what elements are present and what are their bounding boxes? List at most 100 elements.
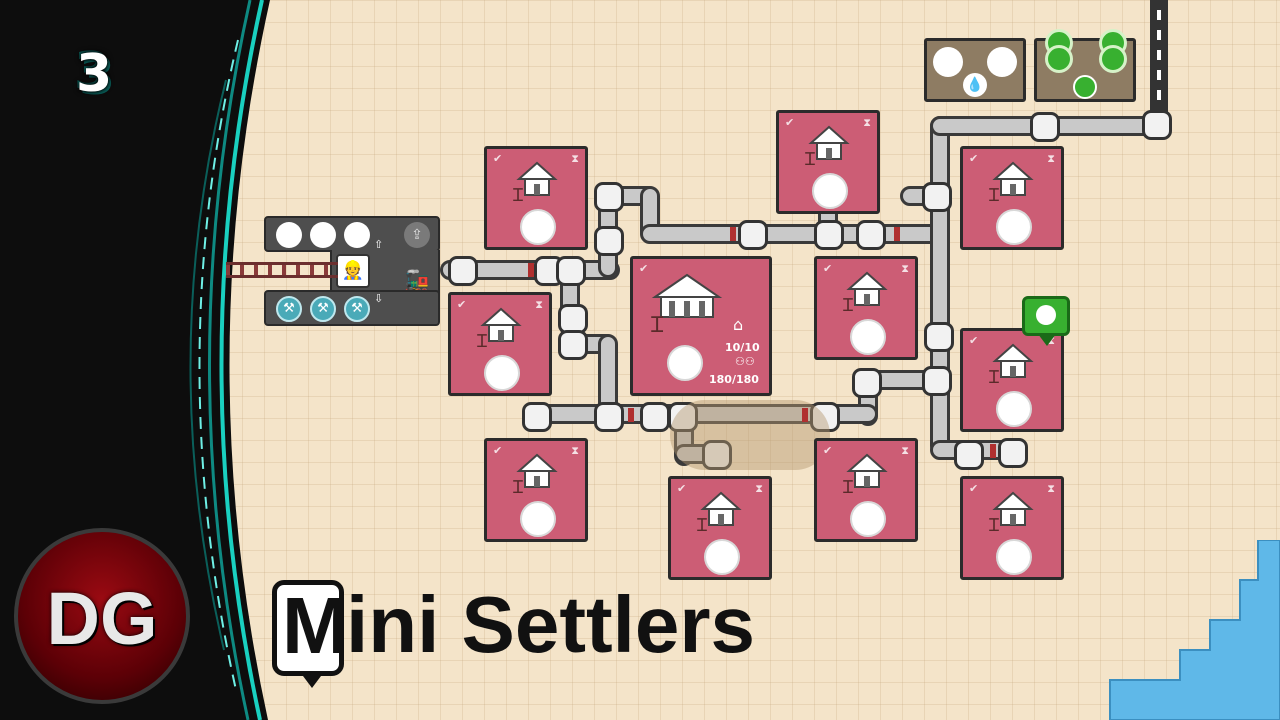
hourglass-icon: ⧗ (755, 482, 763, 495)
pipe-valve (730, 227, 736, 241)
apple-demand-pin[interactable] (1022, 296, 1070, 336)
pipe-junction[interactable] (558, 330, 588, 360)
resource-slot (987, 47, 1017, 77)
hourglass-icon: ⧗ (1047, 152, 1055, 165)
house-building[interactable]: ✔ ⧗ Ɪ (960, 146, 1064, 250)
house-building[interactable]: ✔ ⧗ Ɪ (814, 256, 918, 360)
pipe-junction[interactable] (998, 438, 1028, 468)
house-building[interactable]: ✔ ⧗ Ɪ (484, 146, 588, 250)
pipe-junction[interactable] (738, 220, 768, 250)
resource-slot (850, 501, 886, 537)
pipe-junction[interactable] (594, 182, 624, 212)
pipe-junction[interactable] (810, 402, 840, 432)
hourglass-icon: ⧗ (901, 262, 909, 275)
pipe-junction[interactable] (852, 368, 882, 398)
pipe-junction[interactable] (922, 366, 952, 396)
title-text: ini Settlers (346, 580, 756, 669)
house-icon (808, 125, 850, 160)
worker-icon: Ɪ (513, 185, 524, 206)
pipe-junction[interactable] (814, 220, 844, 250)
pipe-junction[interactable] (594, 226, 624, 256)
worker-icon: Ɪ (651, 313, 664, 338)
population-count: 180/180 (709, 373, 759, 386)
resource-slot (996, 209, 1032, 245)
apple-orchard-building[interactable] (1034, 29, 1136, 102)
house-building[interactable]: ✔ ⧗ Ɪ (448, 292, 552, 396)
road-markings (1157, 10, 1161, 110)
hourglass-icon: ⧗ (901, 444, 909, 457)
house-building[interactable]: ✔ ⧗ Ɪ (814, 438, 918, 542)
pipe-junction[interactable] (594, 402, 624, 432)
houses-count: 10/10 (725, 341, 760, 354)
pipe (930, 116, 950, 456)
worker-icon: 👷 (336, 254, 370, 288)
cargo-slot (276, 222, 302, 248)
title-pointer (300, 672, 324, 688)
house-icon (700, 491, 742, 526)
house-icon (516, 161, 558, 196)
pipe-junction[interactable] (522, 402, 552, 432)
pipe-junction[interactable] (924, 322, 954, 352)
episode-number: 3 (76, 44, 113, 104)
hourglass-icon: ⧗ (571, 444, 579, 457)
pipe-junction[interactable] (556, 256, 586, 286)
pipe-junction[interactable] (640, 402, 670, 432)
resource-slot (520, 209, 556, 245)
checkmark-icon: ✔ (785, 116, 795, 129)
apple-icon (1045, 45, 1073, 73)
house-building[interactable]: ✔ ⧗ Ɪ (484, 438, 588, 542)
road-connection-node[interactable] (1142, 110, 1172, 140)
pin-pointer (1038, 334, 1056, 346)
pipe-junction[interactable] (922, 182, 952, 212)
pipe-junction[interactable] (954, 440, 984, 470)
house-building[interactable]: ✔ ⧗ Ɪ (668, 476, 772, 580)
worker-icon: Ɪ (989, 515, 1000, 536)
resource-slot (933, 47, 963, 77)
resource-slot (484, 355, 520, 391)
water-well-building[interactable]: 💧 (924, 38, 1026, 102)
worker-icon: Ɪ (843, 477, 854, 498)
pipe-junction[interactable] (1030, 112, 1060, 142)
train-icon: 🚂 (402, 270, 430, 295)
pipe-valve (528, 263, 534, 277)
house-icon (516, 453, 558, 488)
apple-icon (1073, 75, 1097, 99)
station-import-panel[interactable]: ⇧ ⇪ (264, 216, 440, 252)
checkmark-icon: ✔ (493, 152, 503, 165)
apple-icon (1099, 45, 1127, 73)
pickaxe-icon: ⚒ (344, 296, 370, 322)
hourglass-icon: ⧗ (535, 298, 543, 311)
station-export-panel[interactable]: ⚒ ⚒ ⚒ ⇩ (264, 290, 440, 326)
rail-track (226, 262, 338, 278)
house-building[interactable]: ✔ ⧗ Ɪ (960, 476, 1064, 580)
resource-slot (704, 539, 740, 575)
pickaxe-icon: ⚒ (276, 296, 302, 322)
house-building[interactable]: ✔ ⧗ Ɪ (776, 110, 880, 214)
pipe-valve (628, 408, 634, 422)
hourglass-icon: ⧗ (571, 152, 579, 165)
house-icon (480, 307, 522, 342)
worker-icon: Ɪ (989, 185, 1000, 206)
town-hall-building[interactable]: ✔ Ɪ ⌂ 10/10 ⚇⚇ 180/180 (630, 256, 772, 396)
worker-icon: Ɪ (805, 149, 816, 170)
resource-slot (812, 173, 848, 209)
hourglass-icon: ⧗ (863, 116, 871, 129)
pickaxe-icon: ⚒ (310, 296, 336, 322)
house-icon (992, 491, 1034, 526)
worker-icon: Ɪ (843, 295, 854, 316)
worker-icon: Ɪ (477, 331, 488, 352)
pipe-junction[interactable] (668, 402, 698, 432)
resource-slot (520, 501, 556, 537)
apple-icon (1036, 305, 1056, 325)
resource-slot (996, 539, 1032, 575)
checkmark-icon: ✔ (639, 262, 649, 275)
channel-logo: DG (14, 528, 190, 704)
pipe-junction[interactable] (702, 440, 732, 470)
house-icon (846, 271, 888, 306)
upload-icon[interactable]: ⇪ (404, 222, 430, 248)
pipe-junction[interactable] (448, 256, 478, 286)
checkmark-icon: ✔ (969, 152, 979, 165)
house-icon (846, 453, 888, 488)
pipe-junction[interactable] (856, 220, 886, 250)
worker-icon: Ɪ (513, 477, 524, 498)
